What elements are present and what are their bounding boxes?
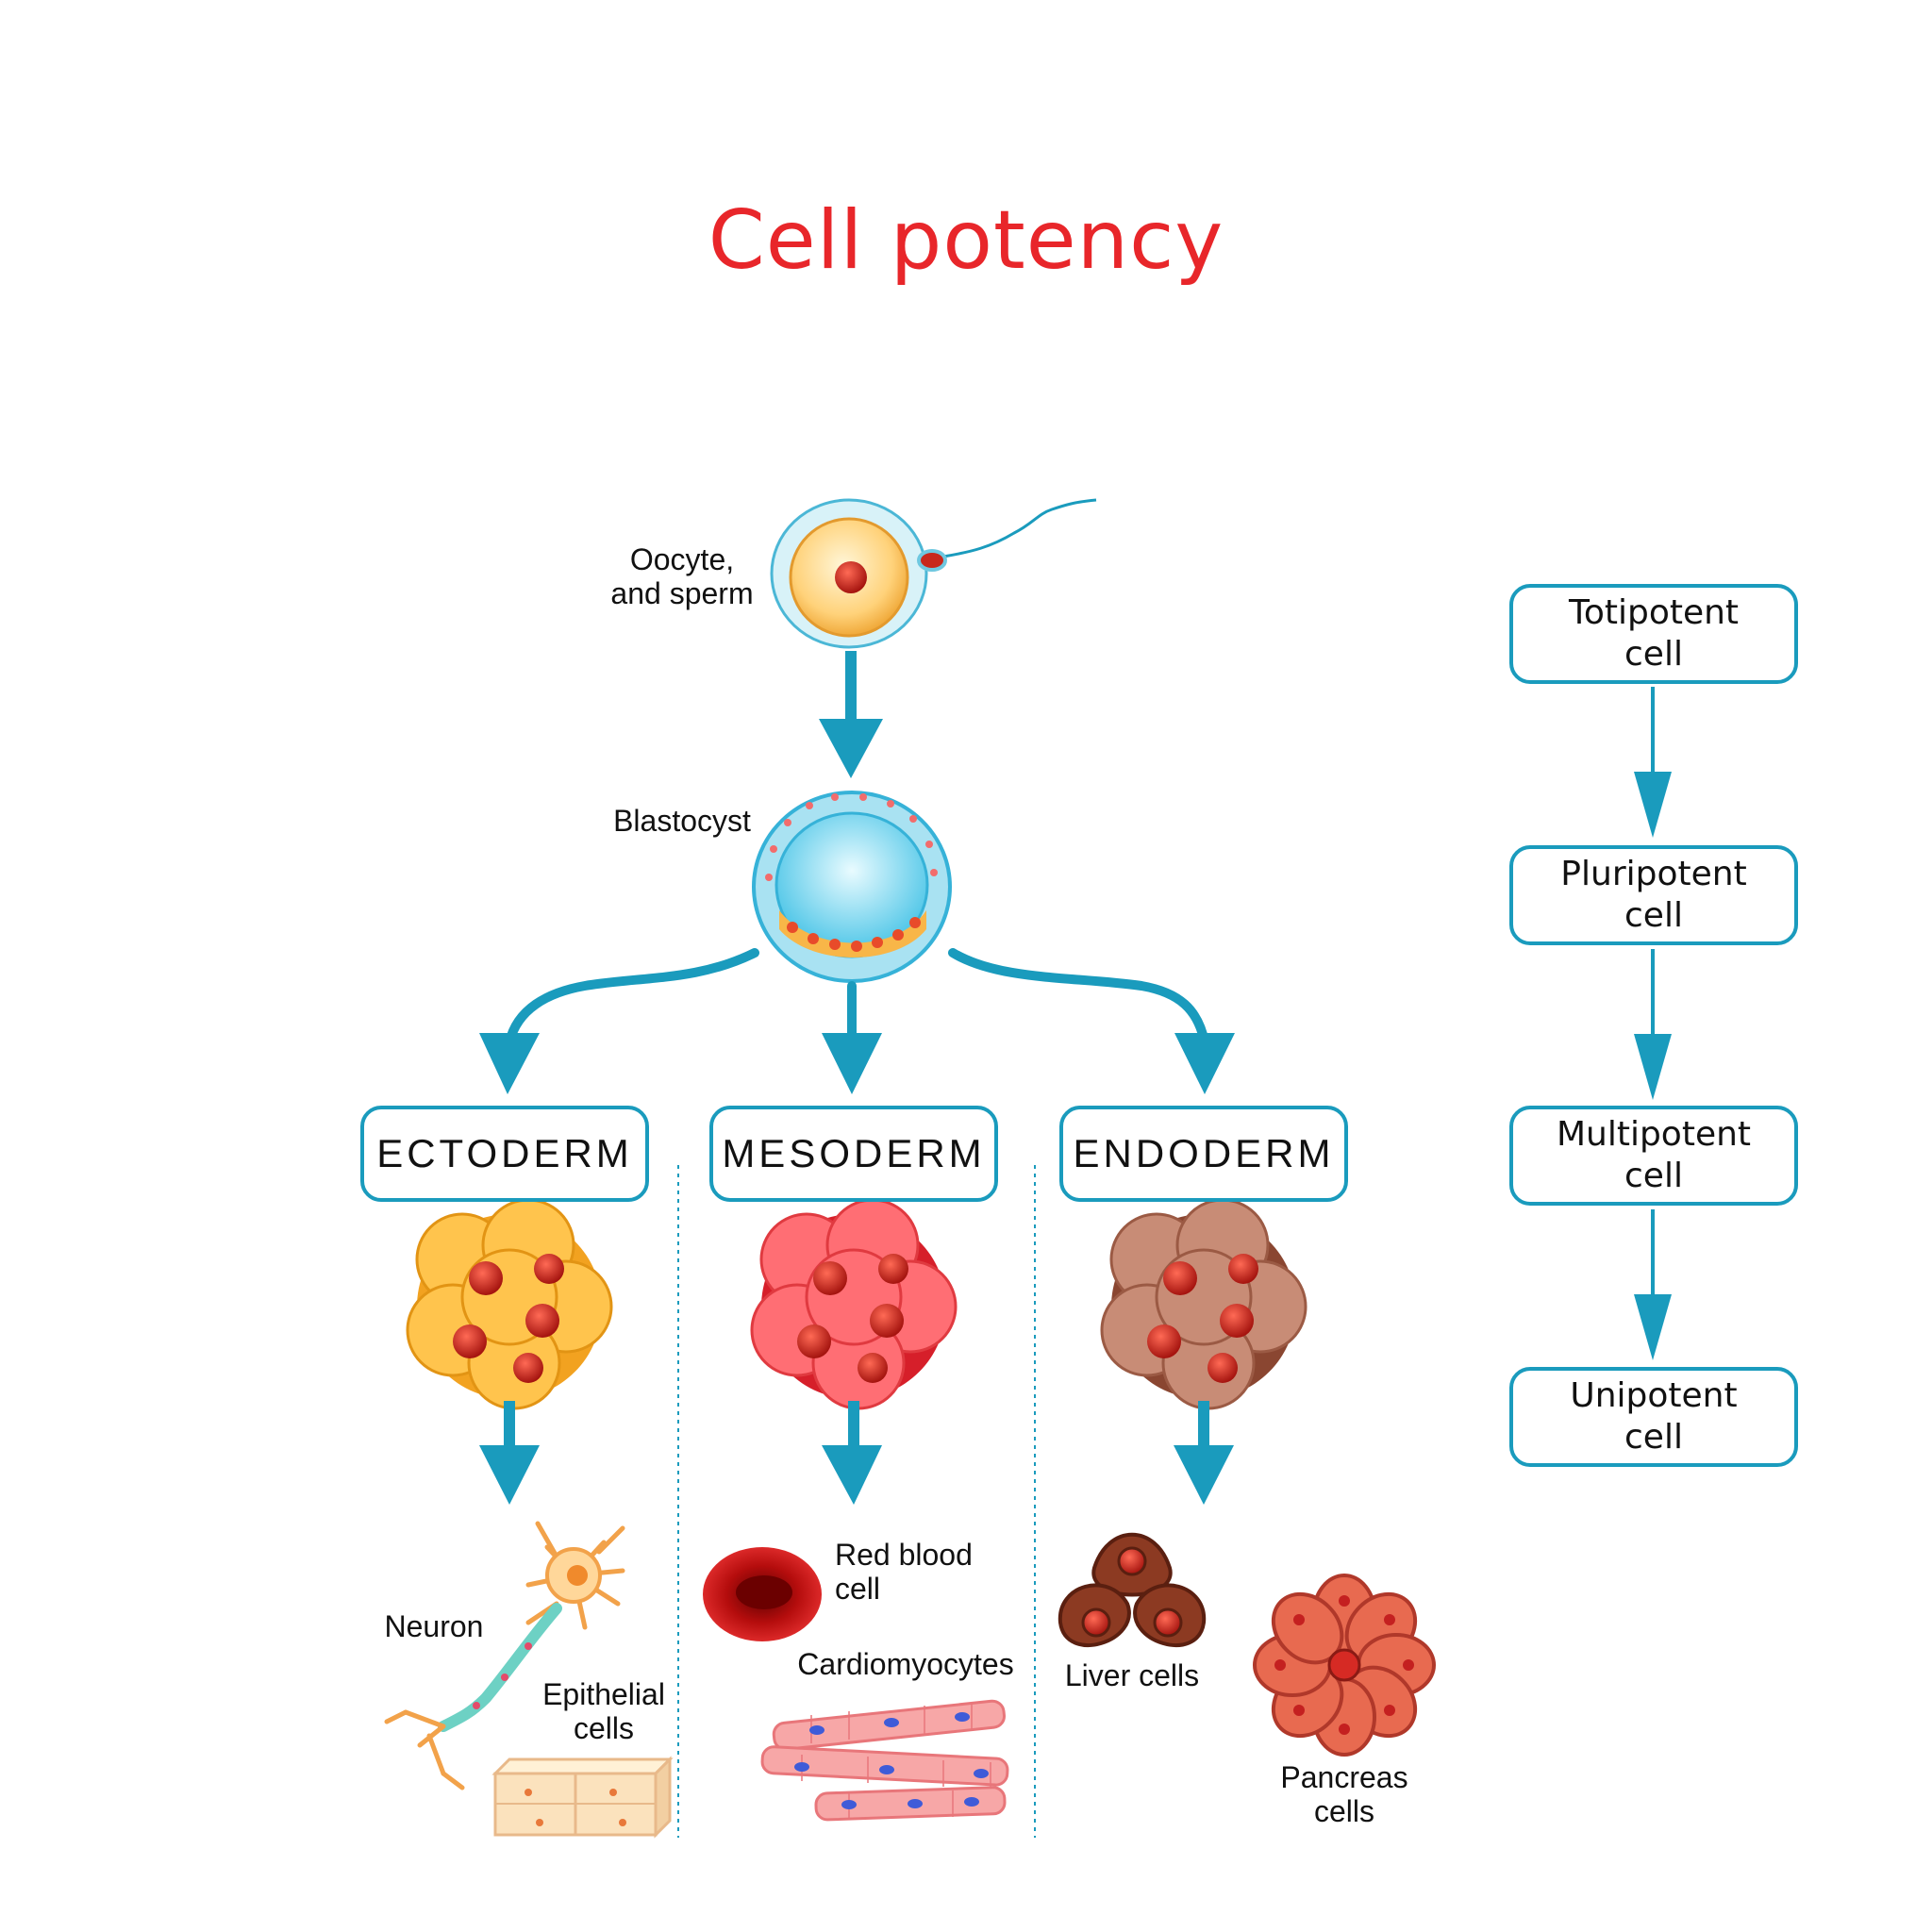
red-blood-cell-icon (703, 1547, 822, 1641)
potency-arrows (1634, 687, 1672, 1360)
endoderm-box: ENDODERM (1059, 1106, 1348, 1202)
liver-cells-icon (1058, 1532, 1207, 1647)
pluripotent-box: Pluripotent cell (1509, 845, 1798, 945)
pancreas-cells-icon (1253, 1574, 1436, 1757)
mesoderm-cluster-icon (750, 1198, 958, 1410)
endoderm-cluster-icon (1100, 1198, 1307, 1410)
totipotent-box: Totipotent cell (1509, 584, 1798, 684)
neuron-icon (384, 1521, 625, 1790)
blastocyst-label: Blastocyst (613, 804, 751, 838)
arrows-to-cell-types (479, 1401, 1234, 1505)
epithelial-cells-icon (491, 1756, 674, 1839)
ectoderm-box: ECTODERM (360, 1106, 649, 1202)
oocyte-icon (770, 498, 928, 649)
ectoderm-cluster-icon (406, 1198, 613, 1410)
mesoderm-box: MESODERM (709, 1106, 998, 1202)
cardiomyocytes-label: Cardiomyocytes (797, 1647, 1014, 1681)
liver-cells-label: Liver cells (1064, 1658, 1200, 1692)
cardiomyocytes-icon (760, 1699, 1009, 1822)
oocyte-sperm-label: Oocyte, and sperm (610, 542, 754, 610)
multipotent-box: Multipotent cell (1509, 1106, 1798, 1206)
red-blood-cell-label: Red blood cell (835, 1538, 973, 1606)
page-title: Cell potency (708, 193, 1224, 288)
pancreas-cells-label: Pancreas cells (1280, 1760, 1408, 1828)
blastocyst-icon (752, 791, 952, 983)
neuron-label: Neuron (384, 1609, 484, 1643)
column-separators (677, 1165, 1036, 1838)
arrow-oocyte-to-blastocyst (819, 651, 883, 778)
sperm-icon (917, 498, 1097, 572)
epithelial-cells-label: Epithelial cells (542, 1677, 665, 1745)
branch-arrowheads (479, 1033, 1235, 1094)
unipotent-box: Unipotent cell (1509, 1367, 1798, 1467)
